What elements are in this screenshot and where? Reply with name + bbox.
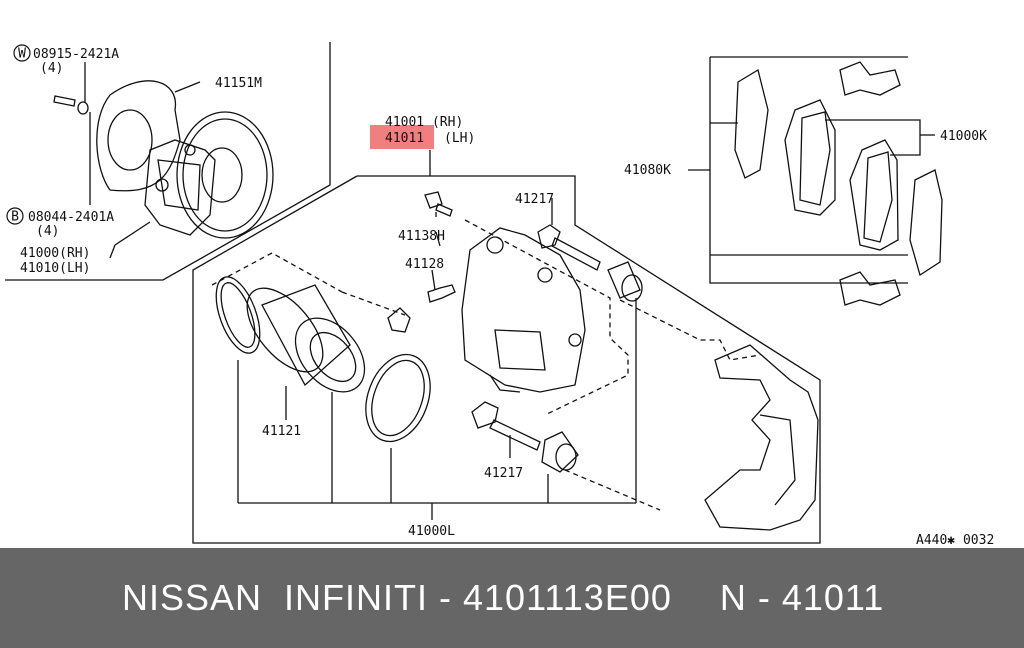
- main-lh-code-label: 41011: [385, 131, 424, 146]
- guide-pin-boot-top: [607, 261, 641, 299]
- anti-rattle-clip-bottom: [839, 271, 901, 306]
- bleeder-bolt-label: 41138H: [398, 229, 445, 244]
- parts-diagram: W B 08915-2421A (4) 41151M 08044-2401A (…: [5, 42, 994, 548]
- connector-bolt: [424, 191, 443, 209]
- pin-bolt-top-label: 41217: [515, 192, 554, 207]
- guide-pin-bolt-bottom: [471, 401, 499, 429]
- highlight-box: [370, 125, 434, 149]
- inset-caliper: [144, 139, 216, 236]
- pad-kit-frame: [709, 57, 908, 284]
- bleeder-screw: [427, 284, 456, 303]
- caliper-rh-label: 41000(RH): [20, 246, 90, 261]
- pad-shim-outer-left: [734, 68, 769, 179]
- baffle-label: 41151M: [215, 76, 262, 91]
- brake-disc: [176, 111, 274, 239]
- inset-bolt: [53, 95, 76, 107]
- bolt-code-label: 08044-2401A: [28, 210, 114, 225]
- pad-kit-label: 41000K: [940, 129, 987, 144]
- figure-ref-label: A440✱ 0032: [916, 533, 994, 548]
- inset-frame-line: [5, 42, 331, 281]
- pad-inner: [849, 139, 899, 251]
- bolt-symbol: B: [11, 210, 19, 225]
- pad-outer: [784, 99, 836, 216]
- caption-code: N - 41011: [719, 577, 885, 618]
- assembly-frame: [192, 175, 821, 544]
- bolt-qty-label: (4): [36, 224, 59, 239]
- caliper-body: [461, 227, 586, 393]
- guide-pin-bolt-top: [537, 224, 561, 249]
- bolt-symbol-circle: [6, 207, 24, 225]
- caliper-bracket: [704, 344, 819, 531]
- bleeder-label: 41128: [405, 257, 444, 272]
- washer-qty-label: (4): [40, 61, 63, 76]
- washer-symbol: W: [18, 47, 26, 62]
- washer-code-label: 08915-2421A: [33, 47, 119, 62]
- washer-symbol-circle: [13, 44, 31, 62]
- main-rh-label: 41001 (RH): [385, 115, 463, 130]
- caption-brand-part: NISSAN INFINITI - 4101113E00: [122, 577, 672, 618]
- guide-pin-boot-bottom: [541, 431, 579, 473]
- piston-label: 41121: [262, 424, 301, 439]
- caliper-lh-label: 41010(LH): [20, 261, 90, 276]
- bleeder-cap: [387, 307, 411, 333]
- piston-seal: [215, 276, 261, 354]
- anti-rattle-clip-top: [839, 61, 901, 96]
- dust-shield: [96, 80, 181, 192]
- pad-set-label: 41080K: [624, 163, 671, 178]
- caption-bar: NISSAN INFINITI - 4101113E00 N - 41011: [0, 548, 1024, 648]
- pad-shim-inner-right: [909, 169, 943, 277]
- dust-boot: [365, 353, 431, 443]
- pin-bolt-bottom-label: 41217: [484, 466, 523, 481]
- piston: [261, 284, 351, 387]
- main-lh-side-label: (LH): [444, 131, 475, 146]
- assembly-label: 41000L: [408, 524, 455, 539]
